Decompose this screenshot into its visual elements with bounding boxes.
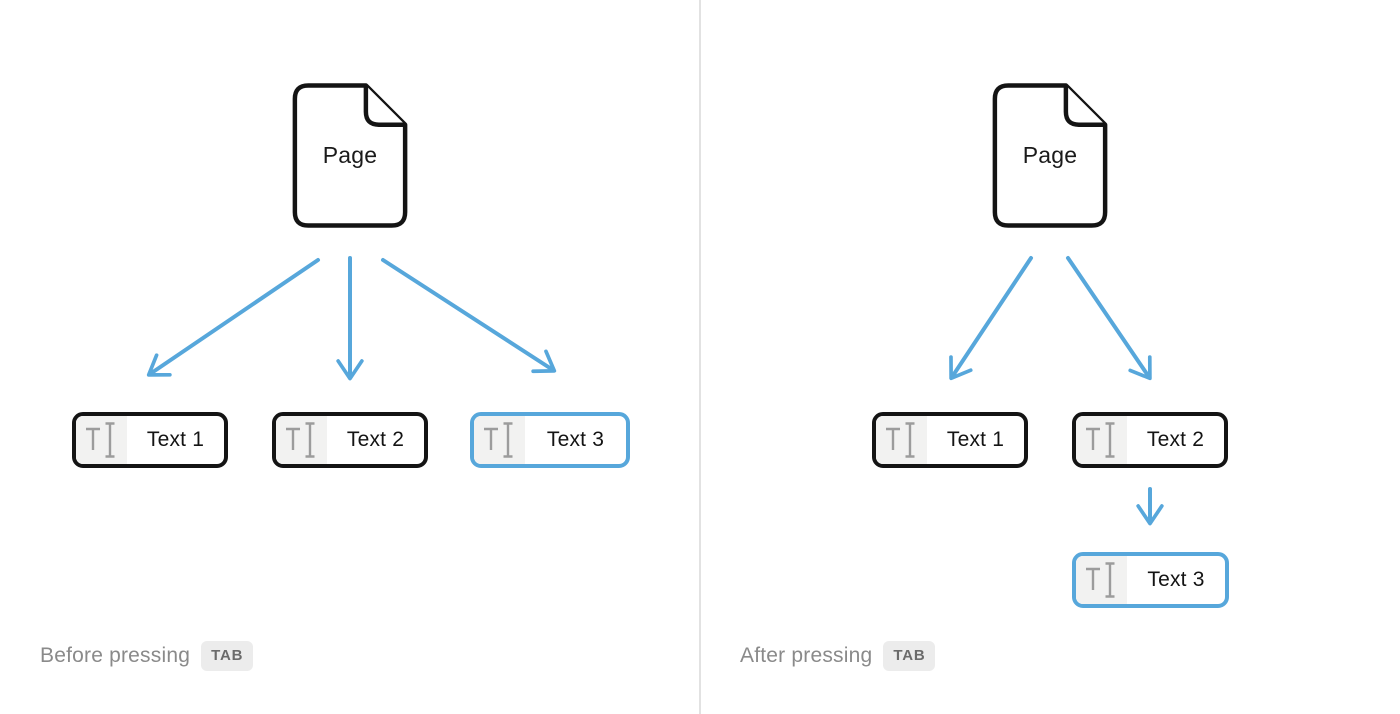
page-label: Page — [1022, 142, 1078, 168]
text-block-label: Text 1 — [146, 428, 205, 451]
text-icon-cell — [474, 416, 525, 464]
text-block-2: Text 2 — [1072, 412, 1228, 468]
text-block-label: Text 2 — [1146, 428, 1205, 451]
text-block-icon — [885, 422, 914, 458]
page-node: Page — [291, 82, 409, 229]
text-icon-cell — [76, 416, 127, 464]
text-block-icon — [483, 422, 512, 458]
text-icon-cell — [276, 416, 327, 464]
arrow-page-to-text1-after — [949, 256, 1033, 381]
tab-key-badge: TAB — [201, 641, 254, 671]
text-block-icon — [285, 422, 314, 458]
arrow-page-to-text3-before — [381, 258, 557, 374]
page-label: Page — [322, 142, 378, 168]
arrow-page-to-text2-after — [1066, 256, 1152, 381]
text-block-icon — [1085, 562, 1114, 598]
text-block-label: Text 1 — [946, 428, 1005, 451]
text-block-1: Text 1 — [872, 412, 1028, 468]
text-block-2: Text 2 — [272, 412, 428, 468]
text-block-1: Text 1 — [72, 412, 228, 468]
text-block-icon — [85, 422, 114, 458]
text-icon-cell — [1076, 416, 1127, 464]
panel-divider — [699, 0, 701, 714]
page-node: Page — [991, 82, 1109, 229]
page-icon — [292, 83, 408, 228]
text-block-label: Text 2 — [346, 428, 405, 451]
text-block-icon — [1085, 422, 1114, 458]
text-block-3-highlighted: Text 3 — [470, 412, 630, 468]
tab-key-badge: TAB — [883, 641, 936, 671]
arrow-page-to-text1-before — [146, 258, 320, 377]
text-block-label: Text 3 — [1147, 568, 1205, 591]
page-icon — [992, 83, 1108, 228]
text-block-3-highlighted: Text 3 — [1072, 552, 1229, 608]
caption-text: After pressing — [740, 644, 873, 667]
text-icon-cell — [1076, 556, 1127, 604]
after-caption: After pressing TAB — [740, 640, 936, 672]
text-icon-cell — [876, 416, 927, 464]
caption-text: Before pressing — [40, 644, 191, 667]
before-caption: Before pressing TAB — [40, 640, 254, 672]
text-block-label: Text 3 — [546, 428, 605, 451]
